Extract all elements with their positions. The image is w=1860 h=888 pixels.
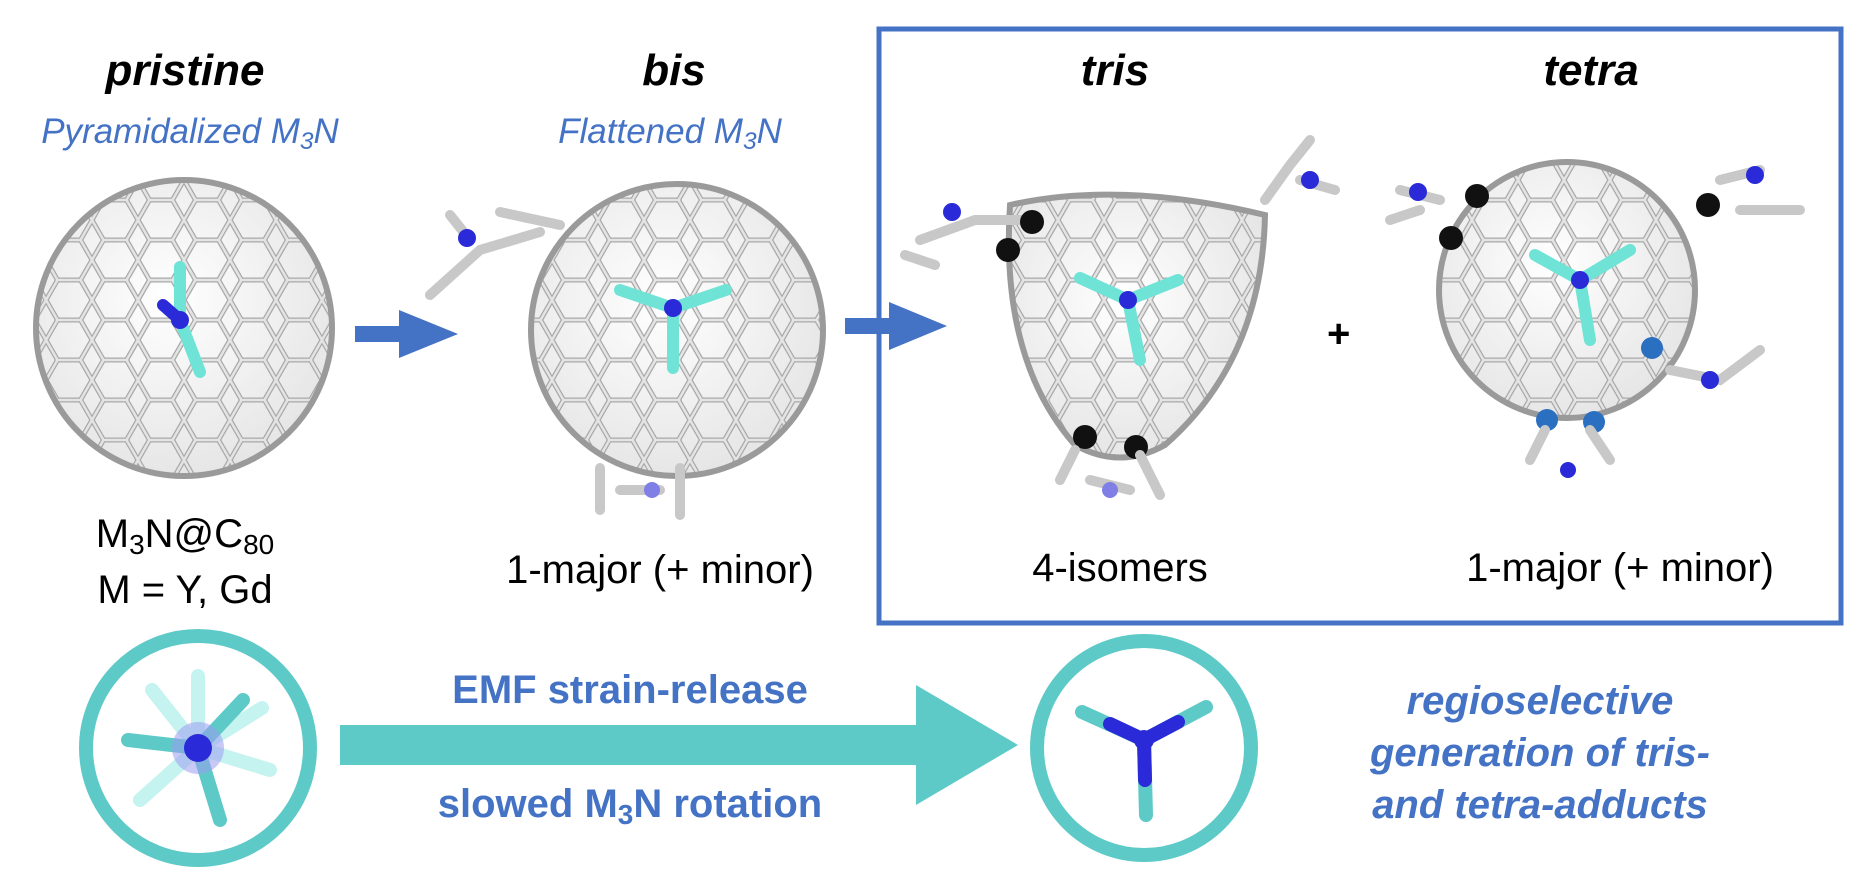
flattened-m3n-circle: [1030, 634, 1258, 862]
formula-nc: N@C: [144, 512, 244, 556]
formula-sub3: 3: [129, 529, 145, 560]
bis-fullerene: [425, 181, 826, 520]
pristine-subtitle-text: Pyramidalized M: [41, 112, 300, 151]
arrow-bottom-prefix: slowed M: [437, 782, 618, 826]
bis-subtitle-text: Flattened M: [558, 112, 743, 151]
tris-title: tris: [1080, 46, 1150, 95]
arrow-bottom-suffix: N rotation: [633, 782, 823, 826]
bis-subtitle: Flattened M3N: [460, 112, 880, 156]
tetra-caption: 1-major (+ minor): [1466, 546, 1774, 590]
pristine-subtitle-suffix: N: [313, 112, 339, 151]
note-line-3: and tetra-adducts: [1372, 783, 1708, 827]
bis-title: bis: [642, 46, 706, 95]
pristine-subtitle-sub: 3: [299, 128, 314, 156]
tetra-fullerene: [1385, 159, 1805, 478]
formula-sub80: 80: [243, 529, 275, 560]
bis-subtitle-suffix: N: [756, 112, 782, 151]
pristine-title: pristine: [105, 46, 265, 95]
rotating-m3n-circle: [79, 629, 317, 867]
pristine-formula-line1: M3N@C80: [70, 512, 300, 560]
arrow-pristine-to-bis: [355, 310, 458, 358]
note-line-1: regioselective: [1406, 679, 1674, 723]
plus-sign: +: [1327, 312, 1351, 356]
tetra-title: tetra: [1543, 46, 1639, 95]
pristine-formula-line2: M = Y, Gd: [97, 568, 273, 612]
arrow-bottom-sub: 3: [617, 799, 634, 830]
tris-caption: 4-isomers: [1032, 546, 1208, 590]
arrow-bottom-label: slowed M3N rotation: [390, 782, 870, 830]
bis-subtitle-sub: 3: [742, 128, 757, 156]
pristine-fullerene: [33, 177, 335, 479]
strain-release-arrow: [340, 685, 1018, 805]
arrow-top-label: EMF strain-release: [452, 668, 808, 712]
regioselective-note: regioselective generation of tris- and t…: [1300, 675, 1780, 831]
tris-fullerene: [900, 135, 1340, 500]
pristine-subtitle: Pyramidalized M3N: [0, 112, 400, 156]
formula-m: M: [95, 512, 130, 556]
bis-caption: 1-major (+ minor): [506, 548, 814, 592]
arrow-bis-to-tris: [845, 302, 947, 350]
note-line-2: generation of tris-: [1369, 731, 1711, 775]
